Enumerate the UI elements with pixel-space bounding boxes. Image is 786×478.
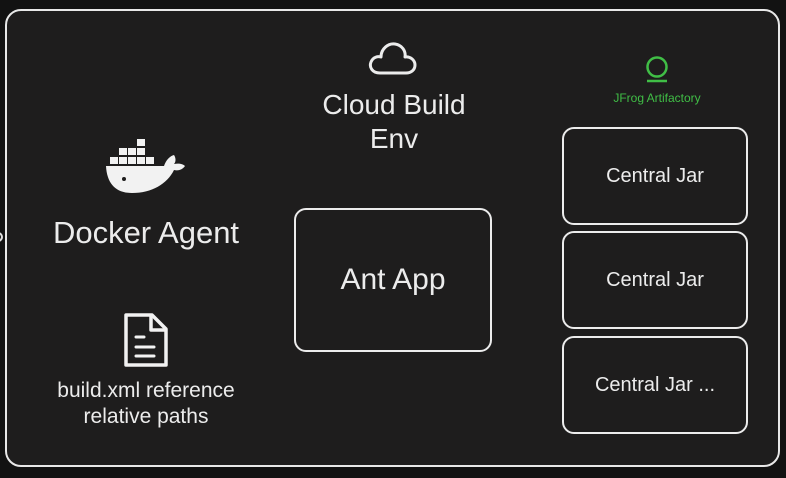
cloud-icon bbox=[368, 42, 417, 75]
central-jar-box-1: Central Jar bbox=[562, 127, 748, 225]
central-jar-label: Central Jar bbox=[606, 268, 704, 291]
central-jar-box-2: Central Jar bbox=[562, 231, 748, 329]
document-icon bbox=[124, 313, 168, 367]
docker-whale-icon bbox=[106, 139, 185, 193]
build-file-caption: build.xml reference relative paths bbox=[57, 379, 235, 428]
cloud-env-title: Cloud Build Env bbox=[322, 89, 466, 155]
cloud-build-env-frame bbox=[5, 9, 780, 467]
jfrog-logo-icon bbox=[646, 56, 668, 83]
central-jar-box-3: Central Jar ... bbox=[562, 336, 748, 434]
central-jar-label: Central Jar ... bbox=[594, 373, 716, 396]
ant-app-box: Ant App bbox=[294, 208, 492, 352]
ant-app-label: Ant App bbox=[340, 263, 446, 296]
jfrog-artifactory-label: JFrog Artifactory bbox=[613, 91, 701, 105]
docker-agent-label: Docker Agent bbox=[52, 215, 240, 250]
central-jar-label: Central Jar bbox=[606, 164, 704, 187]
connector-stub bbox=[0, 232, 3, 242]
